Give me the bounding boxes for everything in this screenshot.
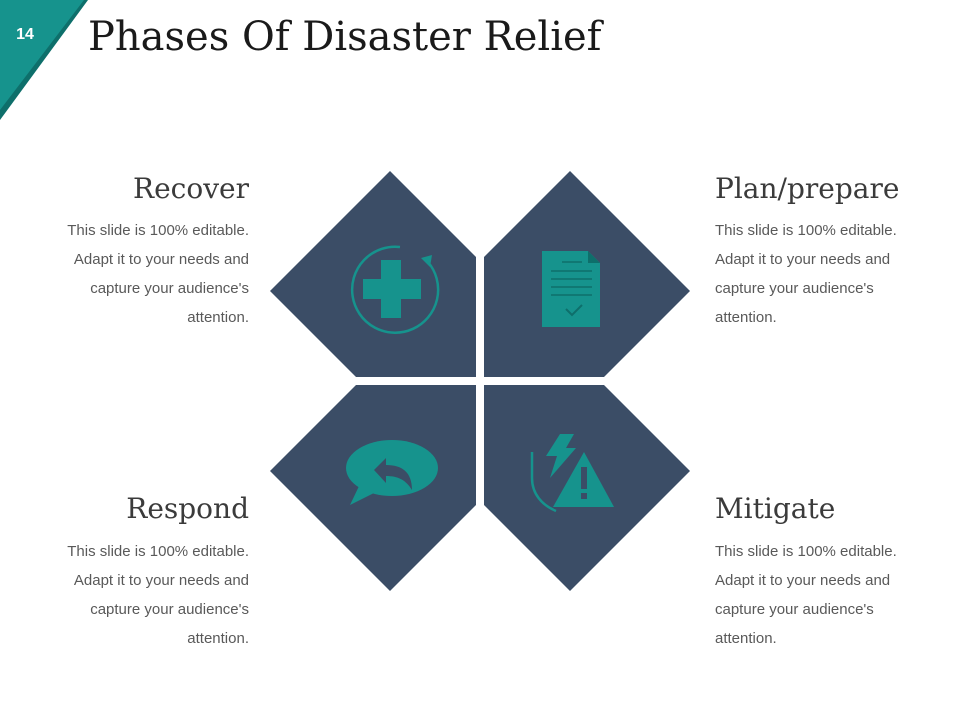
refresh-arc xyxy=(350,245,440,334)
slide-number: 14 xyxy=(16,26,34,43)
mitigate-description-line: attention. xyxy=(715,630,777,647)
recover-description-line: capture your audience's xyxy=(90,280,249,297)
document-check-icon xyxy=(542,251,600,327)
shield-outline xyxy=(530,452,557,513)
respond-description-line: This slide is 100% editable. xyxy=(67,543,249,560)
respond-description: This slide is 100% editable. Adapt it to… xyxy=(29,537,249,653)
slide-number-tab-face xyxy=(0,0,84,110)
lightning-bolt xyxy=(546,434,576,478)
plan-description-line: Adapt it to your needs and xyxy=(715,251,891,268)
document-fold xyxy=(588,251,600,263)
recover-description-line: attention. xyxy=(187,309,249,326)
medical-cross-refresh-icon xyxy=(350,245,440,334)
plan-description-line: This slide is 100% editable. xyxy=(715,222,897,239)
respond-description-line: Adapt it to your needs and xyxy=(73,572,249,589)
document-checkmark xyxy=(565,304,583,317)
plan-description-line: capture your audience's xyxy=(715,280,874,297)
cross-horizontal xyxy=(363,279,421,299)
slide-number-tab xyxy=(0,0,88,120)
recover-heading: Recover xyxy=(133,172,249,205)
plan-heading: Plan/prepare xyxy=(715,172,900,205)
warning-exclamation-bar xyxy=(581,467,587,489)
recover-shape xyxy=(270,171,476,377)
respond-description-line: capture your audience's xyxy=(90,601,249,618)
recover-description: This slide is 100% editable. Adapt it to… xyxy=(29,216,249,332)
plan-description-line: attention. xyxy=(715,309,777,326)
mitigate-description-line: Adapt it to your needs and xyxy=(715,572,891,589)
document-body xyxy=(542,251,600,327)
recover-description-line: This slide is 100% editable. xyxy=(67,222,249,239)
respond-heading: Respond xyxy=(126,492,249,525)
refresh-arrowhead xyxy=(421,255,432,267)
plan-description: This slide is 100% editable. Adapt it to… xyxy=(715,216,935,332)
recover-description-line: Adapt it to your needs and xyxy=(73,251,249,268)
mitigate-heading: Mitigate xyxy=(715,492,836,525)
warning-lightning-shield-icon xyxy=(530,434,614,513)
mitigate-description-line: This slide is 100% editable. xyxy=(715,543,897,560)
speech-bubble-tail xyxy=(350,484,376,505)
warning-exclamation-dot xyxy=(581,493,587,499)
reply-arrow xyxy=(374,458,412,490)
mitigate-description-line: capture your audience's xyxy=(715,601,874,618)
mitigate-description: This slide is 100% editable. Adapt it to… xyxy=(715,537,935,653)
slide-title: Phases Of Disaster Relief xyxy=(88,14,602,60)
respond-description-line: attention. xyxy=(187,630,249,647)
speech-bubble-reply-icon xyxy=(346,440,438,505)
